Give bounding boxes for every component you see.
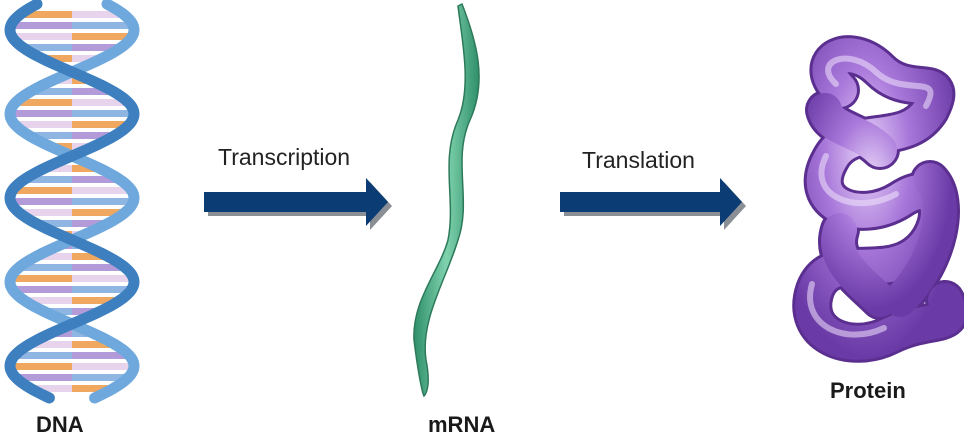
dna-base-pair xyxy=(72,264,125,271)
dna-base-pair xyxy=(72,44,122,51)
dna-base-pair xyxy=(18,209,72,216)
dna-base-pair xyxy=(11,22,72,29)
dna-base-pair xyxy=(72,165,99,172)
dna-base-pair xyxy=(72,198,134,205)
dna-base-pair xyxy=(14,121,73,128)
protein-label: Protein xyxy=(830,378,906,403)
dna-base-pair xyxy=(16,99,72,106)
dna-base-pair xyxy=(36,253,72,260)
dna-base-pair xyxy=(72,308,101,315)
dna-base-pair xyxy=(22,44,73,51)
dna-base-pair xyxy=(72,33,133,40)
dna-base-pair xyxy=(10,198,72,205)
protein-fold-icon xyxy=(792,35,964,363)
translation-arrow-icon xyxy=(560,178,746,230)
dna-base-pair xyxy=(72,297,121,304)
dna-base-pair xyxy=(24,176,73,183)
dna-base-pair xyxy=(72,374,129,381)
dna-base-pair xyxy=(10,363,72,370)
dna-base-pair xyxy=(72,253,108,260)
dna-base-pair xyxy=(41,55,72,62)
dna-base-pair xyxy=(72,385,115,392)
dna-base-pair xyxy=(15,374,72,381)
dna-base-pair xyxy=(72,55,103,62)
dna-base-pair xyxy=(28,132,72,139)
dna-base-pair xyxy=(29,341,72,348)
transcription-label: Transcription xyxy=(218,144,351,170)
translation-label: Translation xyxy=(582,147,695,173)
dna-base-pair xyxy=(12,187,73,194)
dna-base-pair xyxy=(35,220,72,227)
dna-base-pair xyxy=(72,275,134,282)
dna-base-pair xyxy=(10,110,73,117)
dna-base-pair xyxy=(20,11,72,18)
dna-base-pair xyxy=(19,264,72,271)
dna-label: DNA xyxy=(36,412,84,437)
dna-base-pair xyxy=(72,22,133,29)
dna-base-pair xyxy=(72,11,124,18)
dna-helix-icon xyxy=(4,0,140,404)
dna-base-pair xyxy=(72,363,134,370)
dna-base-pair xyxy=(72,341,115,348)
dna-base-pair xyxy=(72,132,116,139)
dna-base-pair xyxy=(23,297,72,304)
dna-base-pair xyxy=(72,99,128,106)
dna-base-pair xyxy=(29,385,72,392)
mrna-label: mRNA xyxy=(428,412,496,437)
transcription-arrow-icon xyxy=(204,178,392,230)
dna-base-pair xyxy=(45,165,72,172)
dna-base-pair xyxy=(72,110,134,117)
dna-base-pair xyxy=(72,88,113,95)
dna-base-pair xyxy=(72,352,129,359)
dna-base-pair xyxy=(72,220,109,227)
dna-base-pair xyxy=(72,187,132,194)
dna-base-pair xyxy=(72,121,130,128)
mrna-strand-icon xyxy=(413,2,480,398)
dna-base-pair xyxy=(43,308,72,315)
dna-base-pair xyxy=(72,286,132,293)
dna-base-pair xyxy=(31,88,72,95)
dna-base-pair xyxy=(72,209,126,216)
dna-base-pair xyxy=(15,352,73,359)
dna-base-pair xyxy=(11,33,72,40)
dna-base-pair xyxy=(12,286,72,293)
dna-base-pair xyxy=(10,275,73,282)
dna-base-pair xyxy=(72,176,120,183)
